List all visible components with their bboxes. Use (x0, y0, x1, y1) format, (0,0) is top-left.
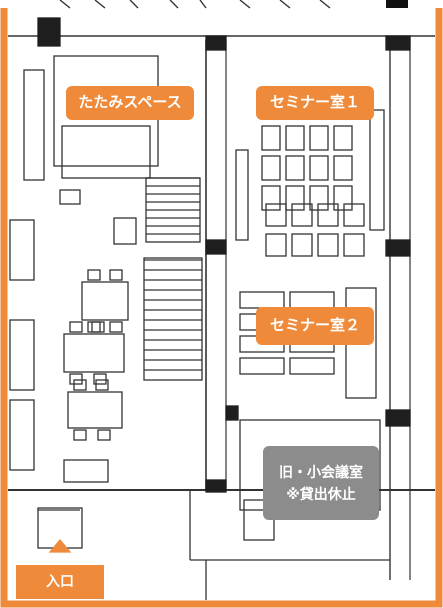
seminar-1-desk (261, 185, 281, 211)
chair (73, 379, 87, 391)
entrance-label[interactable]: 入口 (16, 565, 104, 599)
chair (69, 321, 83, 333)
seminar-1-desk (343, 233, 365, 257)
seminar-1-cabinet (235, 149, 249, 241)
chair (87, 269, 101, 281)
reading-table (63, 333, 125, 373)
chair (95, 379, 109, 391)
wall-block (205, 239, 227, 255)
seminar-1-wall-panel (369, 109, 385, 231)
chair (97, 429, 111, 441)
reading-table (67, 391, 123, 429)
rental-suspended-note: ※貸出休止 (286, 487, 356, 503)
seminar-1-desk (317, 203, 339, 227)
floor-rack (63, 459, 109, 483)
left-shelf (9, 219, 35, 281)
seminar-2-desk (289, 291, 335, 309)
top-shelf-shape (59, 0, 331, 9)
chair (69, 373, 83, 385)
seminar-1-desk (309, 125, 329, 151)
bookshelf (145, 177, 201, 243)
wall-block (385, 409, 411, 427)
floor-plan-drawing (8, 17, 435, 600)
wall-block (37, 17, 61, 47)
seminar-1-desk (261, 125, 281, 151)
reading-table (81, 281, 129, 321)
chair (109, 269, 123, 281)
seminar-1-desk (265, 233, 287, 257)
seminar-1-desk (309, 155, 329, 181)
seminar-1-desk (343, 203, 365, 227)
seminar-1-desk (333, 155, 353, 181)
seminar-1-desk (285, 125, 305, 151)
bookshelf (143, 257, 203, 381)
seminar-2-desk (239, 291, 285, 309)
chair (93, 373, 107, 385)
armchair (113, 217, 137, 245)
room-name: 旧・小会議室 (279, 464, 363, 481)
chair (73, 429, 87, 441)
arrow-up-icon (48, 538, 72, 553)
wall-block (225, 405, 239, 421)
wall-block (385, 239, 411, 257)
tatami-table (61, 125, 151, 179)
left-shelf (9, 319, 35, 391)
room-label-tatami-space[interactable]: たたみスペース (66, 86, 194, 120)
wall-block (385, 35, 411, 51)
seminar-1-desk (285, 155, 305, 181)
wall-block (205, 479, 227, 493)
seminar-1-desk (261, 155, 281, 181)
chair (91, 321, 105, 333)
top-block (386, 0, 408, 8)
seminar-1-desk (317, 233, 339, 257)
seminar-1-desk (333, 125, 353, 151)
seminar-1-desk (333, 185, 353, 211)
meeting-room-door (243, 499, 275, 541)
left-wall-panel (23, 69, 45, 181)
wall-block (205, 35, 227, 51)
seminar-1-desk (291, 233, 313, 257)
chair (109, 321, 123, 333)
chair (87, 321, 101, 333)
seminar-1-desk (265, 203, 287, 227)
seminar-1-desk (285, 185, 305, 211)
room-label-old-small-meeting-room[interactable]: 旧・小会議室 ※貸出休止 (263, 446, 379, 520)
room-label-seminar-room-1[interactable]: セミナー室１ (256, 86, 374, 120)
seminar-1-desk (309, 185, 329, 211)
tatami-step (59, 189, 81, 205)
room-label-seminar-room-2[interactable]: セミナー室２ (256, 307, 374, 345)
seminar-1-desk (291, 203, 313, 227)
seminar-2-desk (289, 357, 335, 375)
seminar-2-desk (239, 357, 285, 375)
left-shelf (9, 399, 35, 471)
top-strip (0, 0, 443, 8)
